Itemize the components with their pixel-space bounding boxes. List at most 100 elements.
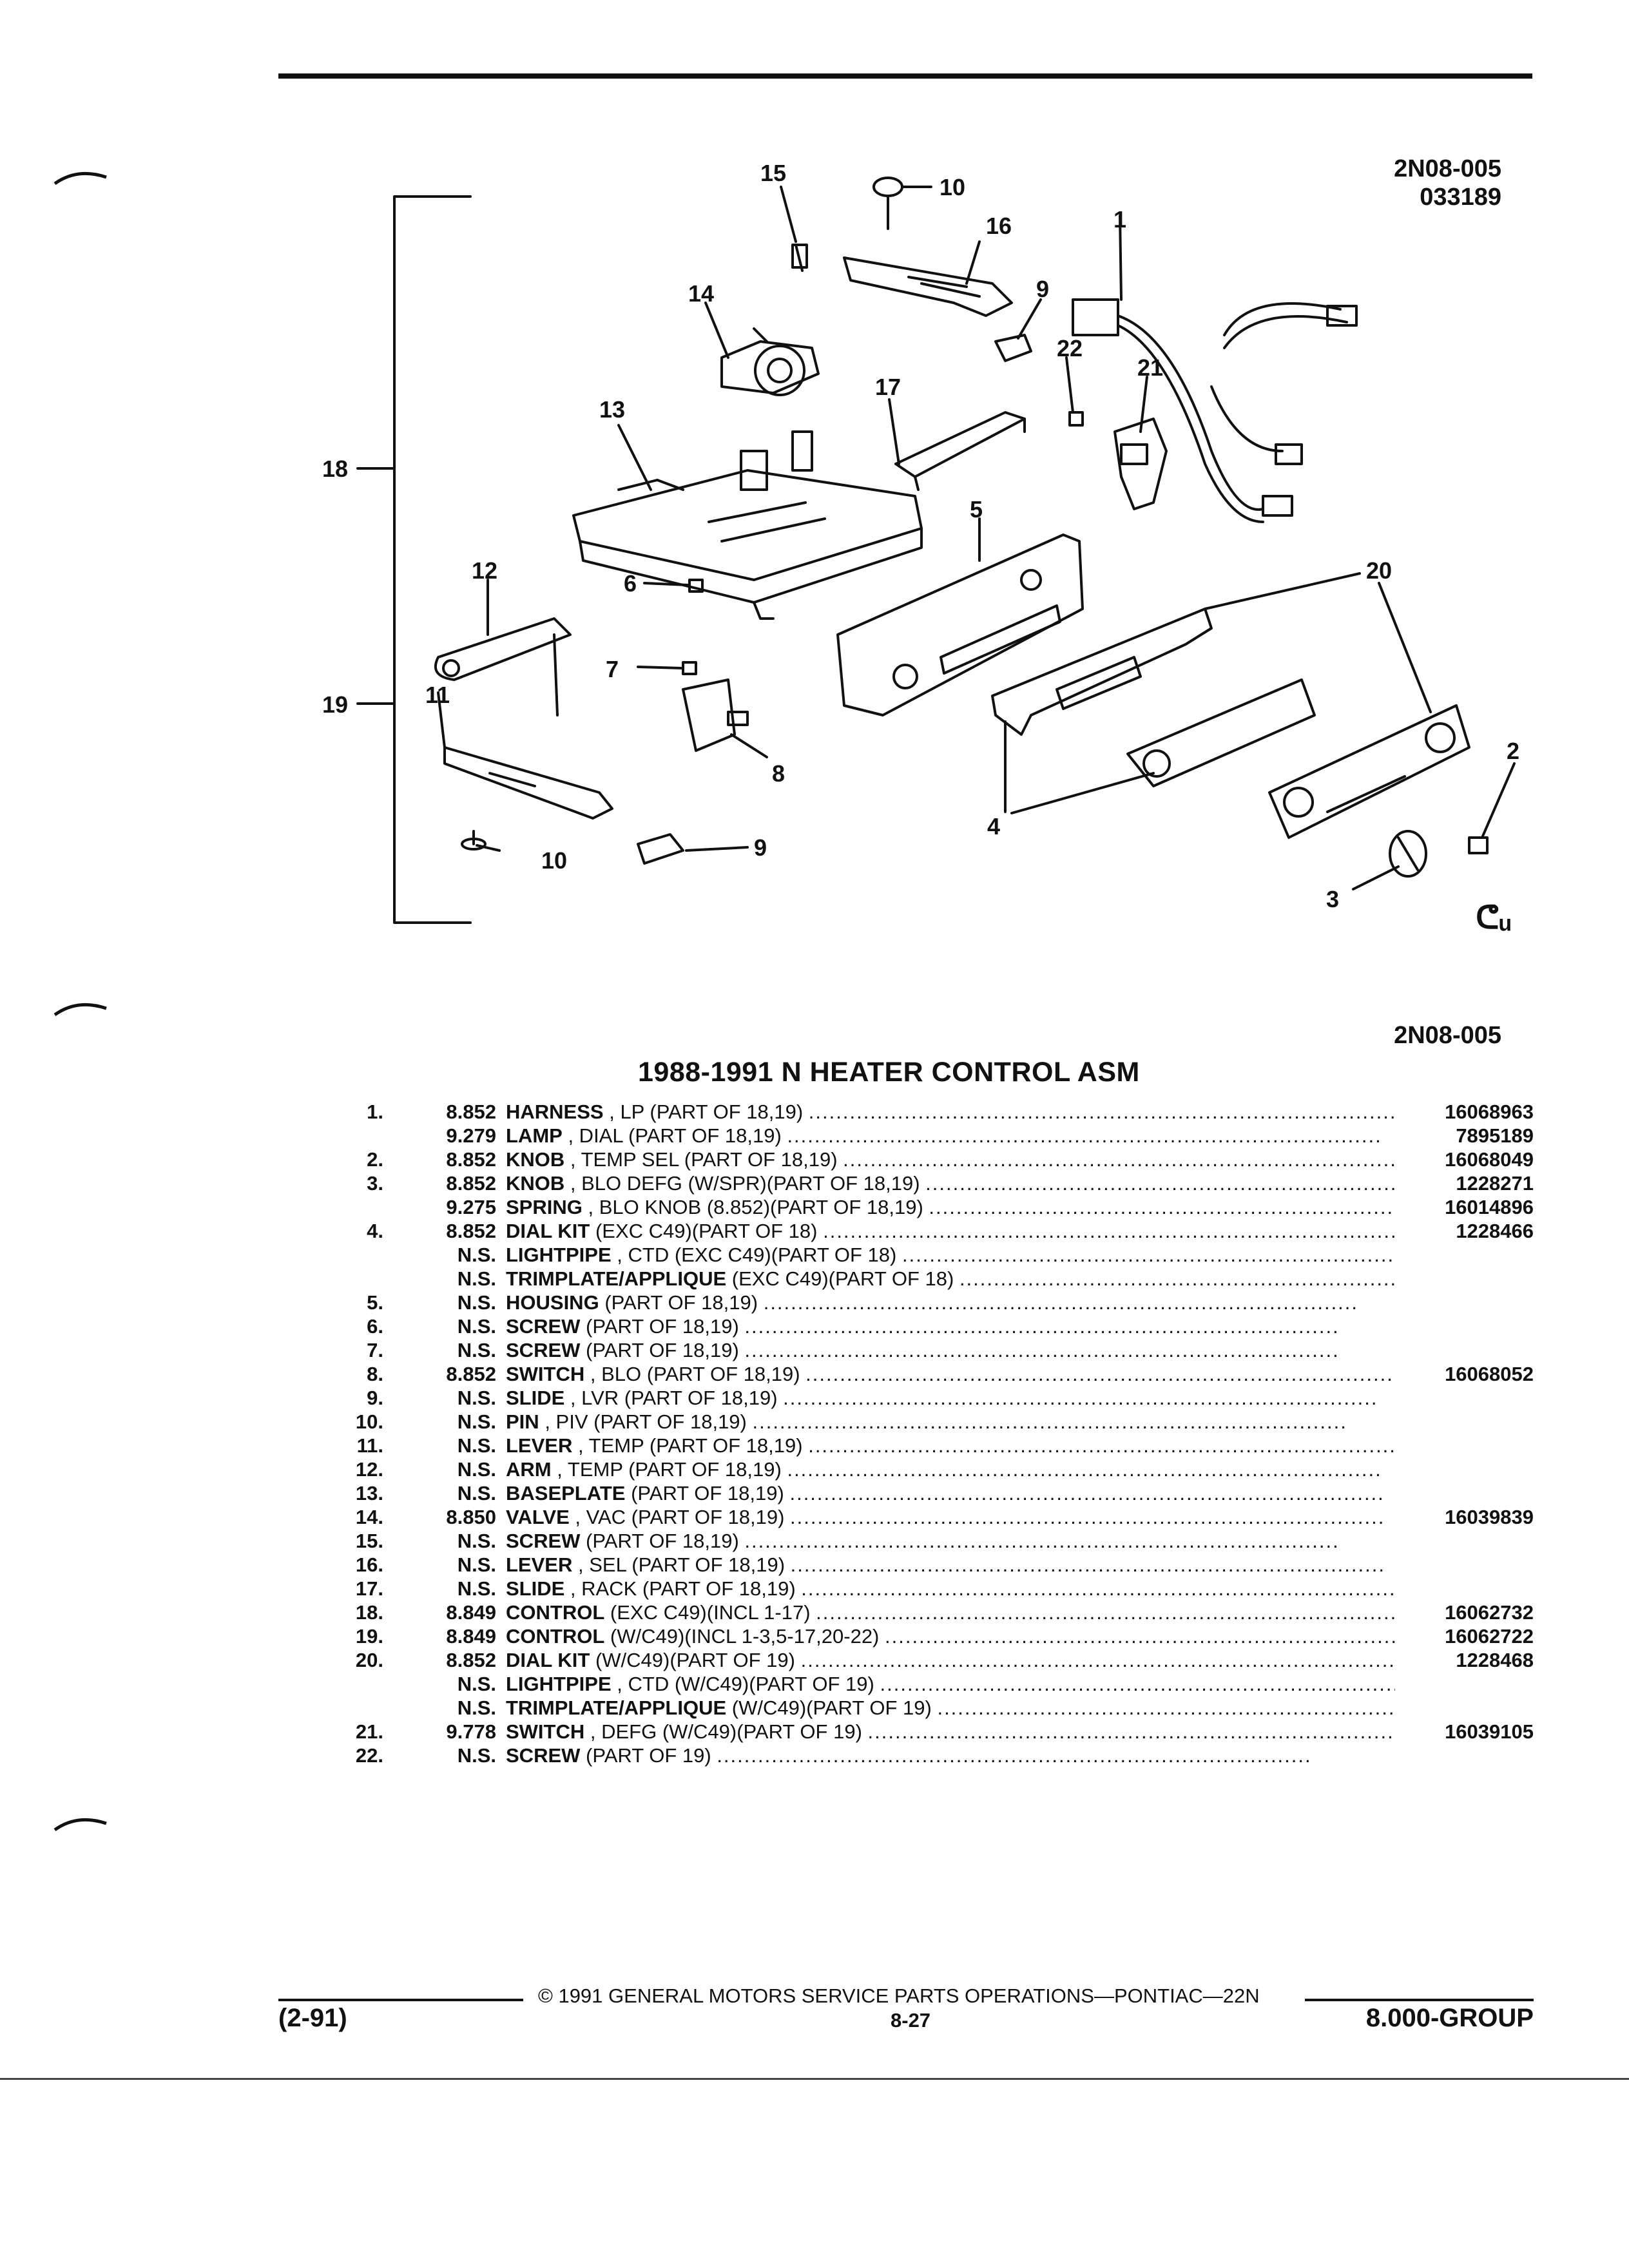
item-number: 22. <box>355 1744 383 1767</box>
part-number: 16068963 <box>1445 1100 1534 1123</box>
item-number: 16. <box>355 1553 383 1576</box>
callout-label: 21 <box>1137 354 1164 381</box>
item-description: ARM , TEMP (PART OF 18,19) .............… <box>506 1458 1382 1481</box>
callout-label: 10 <box>541 847 568 874</box>
group-number: N.S. <box>457 1244 496 1266</box>
group-number: N.S. <box>457 1744 496 1767</box>
group-number: 8.852 <box>446 1363 496 1385</box>
callout-label: 14 <box>688 280 715 307</box>
item-description: SLIDE , LVR (PART OF 18,19) ............… <box>506 1387 1378 1409</box>
callout-label: 16 <box>986 213 1012 239</box>
margin-mark <box>53 1818 107 1832</box>
item-number: 5. <box>367 1291 383 1314</box>
item-number: 1. <box>367 1100 383 1123</box>
group-number: N.S. <box>457 1291 496 1314</box>
item-description: LEVER , TEMP (PART OF 18,19) ...........… <box>506 1434 1395 1457</box>
item-number: 4. <box>367 1220 383 1242</box>
item-description: BASEPLATE (PART OF 18,19) ..............… <box>506 1482 1385 1504</box>
copyright-notice: © 1991 GENERAL MOTORS SERVICE PARTS OPER… <box>538 1984 1260 2007</box>
callout-label: 7 <box>606 656 619 682</box>
revision-date: (2-91) <box>278 2004 347 2032</box>
part-number: 16068052 <box>1445 1363 1534 1385</box>
item-description: LIGHTPIPE , CTD (W/C49)(PART OF 19) ....… <box>506 1673 1395 1695</box>
group-number: 8.849 <box>446 1625 496 1648</box>
exploded-view-diagram <box>356 177 1516 924</box>
group-number: N.S. <box>457 1458 496 1481</box>
item-description: PIN , PIV (PART OF 18,19) ..............… <box>506 1410 1347 1433</box>
callout-label: 18 <box>322 456 349 482</box>
callout-label: 9 <box>754 834 767 861</box>
item-description: SWITCH , DEFG (W/C49)(PART OF 19) ......… <box>506 1720 1395 1743</box>
group-number: 9.279 <box>446 1124 496 1147</box>
item-number: 7. <box>367 1339 383 1361</box>
group-number: N.S. <box>457 1673 496 1695</box>
callout-label: 4 <box>987 813 1001 840</box>
item-description: LIGHTPIPE , CTD (EXC C49)(PART OF 18) ..… <box>506 1244 1395 1266</box>
bottom-rule <box>0 2078 1629 2080</box>
callout-label: 20 <box>1366 557 1393 584</box>
group-number: N.S. <box>457 1434 496 1457</box>
group-number: 8.852 <box>446 1148 496 1171</box>
item-description: LAMP , DIAL (PART OF 18,19) ............… <box>506 1124 1382 1147</box>
part-number: 16068049 <box>1445 1148 1534 1171</box>
group-number: N.S. <box>457 1553 496 1576</box>
parts-list-title: 1988-1991 N HEATER CONTROL ASM <box>638 1057 1140 1088</box>
item-number: 2. <box>367 1148 383 1171</box>
part-number: 1228271 <box>1456 1172 1534 1195</box>
top-rule <box>278 73 1532 79</box>
item-number: 18. <box>355 1601 383 1624</box>
item-description: KNOB , TEMP SEL (PART OF 18,19) ........… <box>506 1148 1395 1171</box>
item-description: SCREW (PART OF 18,19) ..................… <box>506 1339 1340 1361</box>
publisher-logo: ᕦᵤ <box>1476 899 1511 936</box>
item-number: 13. <box>355 1482 383 1504</box>
page-number: 8-27 <box>891 2009 931 2032</box>
part-number: 7895189 <box>1456 1124 1534 1147</box>
part-number: 16039839 <box>1445 1506 1534 1528</box>
item-number: 9. <box>367 1387 383 1409</box>
margin-mark <box>53 171 107 186</box>
group-number: 8.850 <box>446 1506 496 1528</box>
group-number: 9.275 <box>446 1196 496 1218</box>
callout-label: 17 <box>875 374 901 400</box>
item-description: SLIDE , RACK (PART OF 18,19) ...........… <box>506 1577 1395 1600</box>
group-number: 8.849 <box>446 1601 496 1624</box>
item-number: 8. <box>367 1363 383 1385</box>
part-number: 16039105 <box>1445 1720 1534 1743</box>
item-description: DIAL KIT (EXC C49)(PART OF 18) .........… <box>506 1220 1395 1242</box>
item-number: 12. <box>355 1458 383 1481</box>
callout-label: 6 <box>624 570 637 597</box>
callout-label: 8 <box>772 760 786 787</box>
group-number: 8.852 <box>446 1172 496 1195</box>
footer-rule-right <box>1305 1999 1534 2001</box>
callout-label: 22 <box>1057 335 1083 361</box>
group-number: N.S. <box>457 1577 496 1600</box>
callout-label: 3 <box>1326 886 1340 912</box>
part-number: 16062732 <box>1445 1601 1534 1624</box>
reference-code: 2N08-005 <box>1394 155 1501 182</box>
item-description: SCREW (PART OF 19) .....................… <box>506 1744 1312 1767</box>
group-number: N.S. <box>457 1267 496 1290</box>
item-description: DIAL KIT (W/C49)(PART OF 19) ...........… <box>506 1649 1395 1671</box>
footer-rule-left <box>278 1999 523 2001</box>
reference-date: 033189 <box>1420 184 1501 211</box>
item-number: 11. <box>356 1434 383 1457</box>
item-number: 19. <box>355 1625 383 1648</box>
item-description: CONTROL (EXC C49)(INCL 1-17) ...........… <box>506 1601 1395 1624</box>
item-number: 3. <box>367 1172 383 1195</box>
item-description: VALVE , VAC (PART OF 18,19) ............… <box>506 1506 1385 1528</box>
item-number: 17. <box>355 1577 383 1600</box>
group-number: N.S. <box>457 1530 496 1552</box>
item-number: 10. <box>355 1410 383 1433</box>
callout-label: 2 <box>1507 738 1520 764</box>
margin-mark <box>53 1003 107 1017</box>
callout-label: 10 <box>940 174 966 200</box>
callout-label: 15 <box>760 160 787 186</box>
item-description: HARNESS , LP (PART OF 18,19) ...........… <box>506 1100 1395 1123</box>
group-number: N.S. <box>457 1387 496 1409</box>
item-number: 20. <box>355 1649 383 1671</box>
item-description: TRIMPLATE/APPLIQUE (EXC C49)(PART OF 18)… <box>506 1267 1395 1290</box>
group-number: N.S. <box>457 1410 496 1433</box>
callout-label: 1 <box>1113 206 1127 233</box>
item-number: 14. <box>355 1506 383 1528</box>
callout-label: 19 <box>322 691 349 718</box>
